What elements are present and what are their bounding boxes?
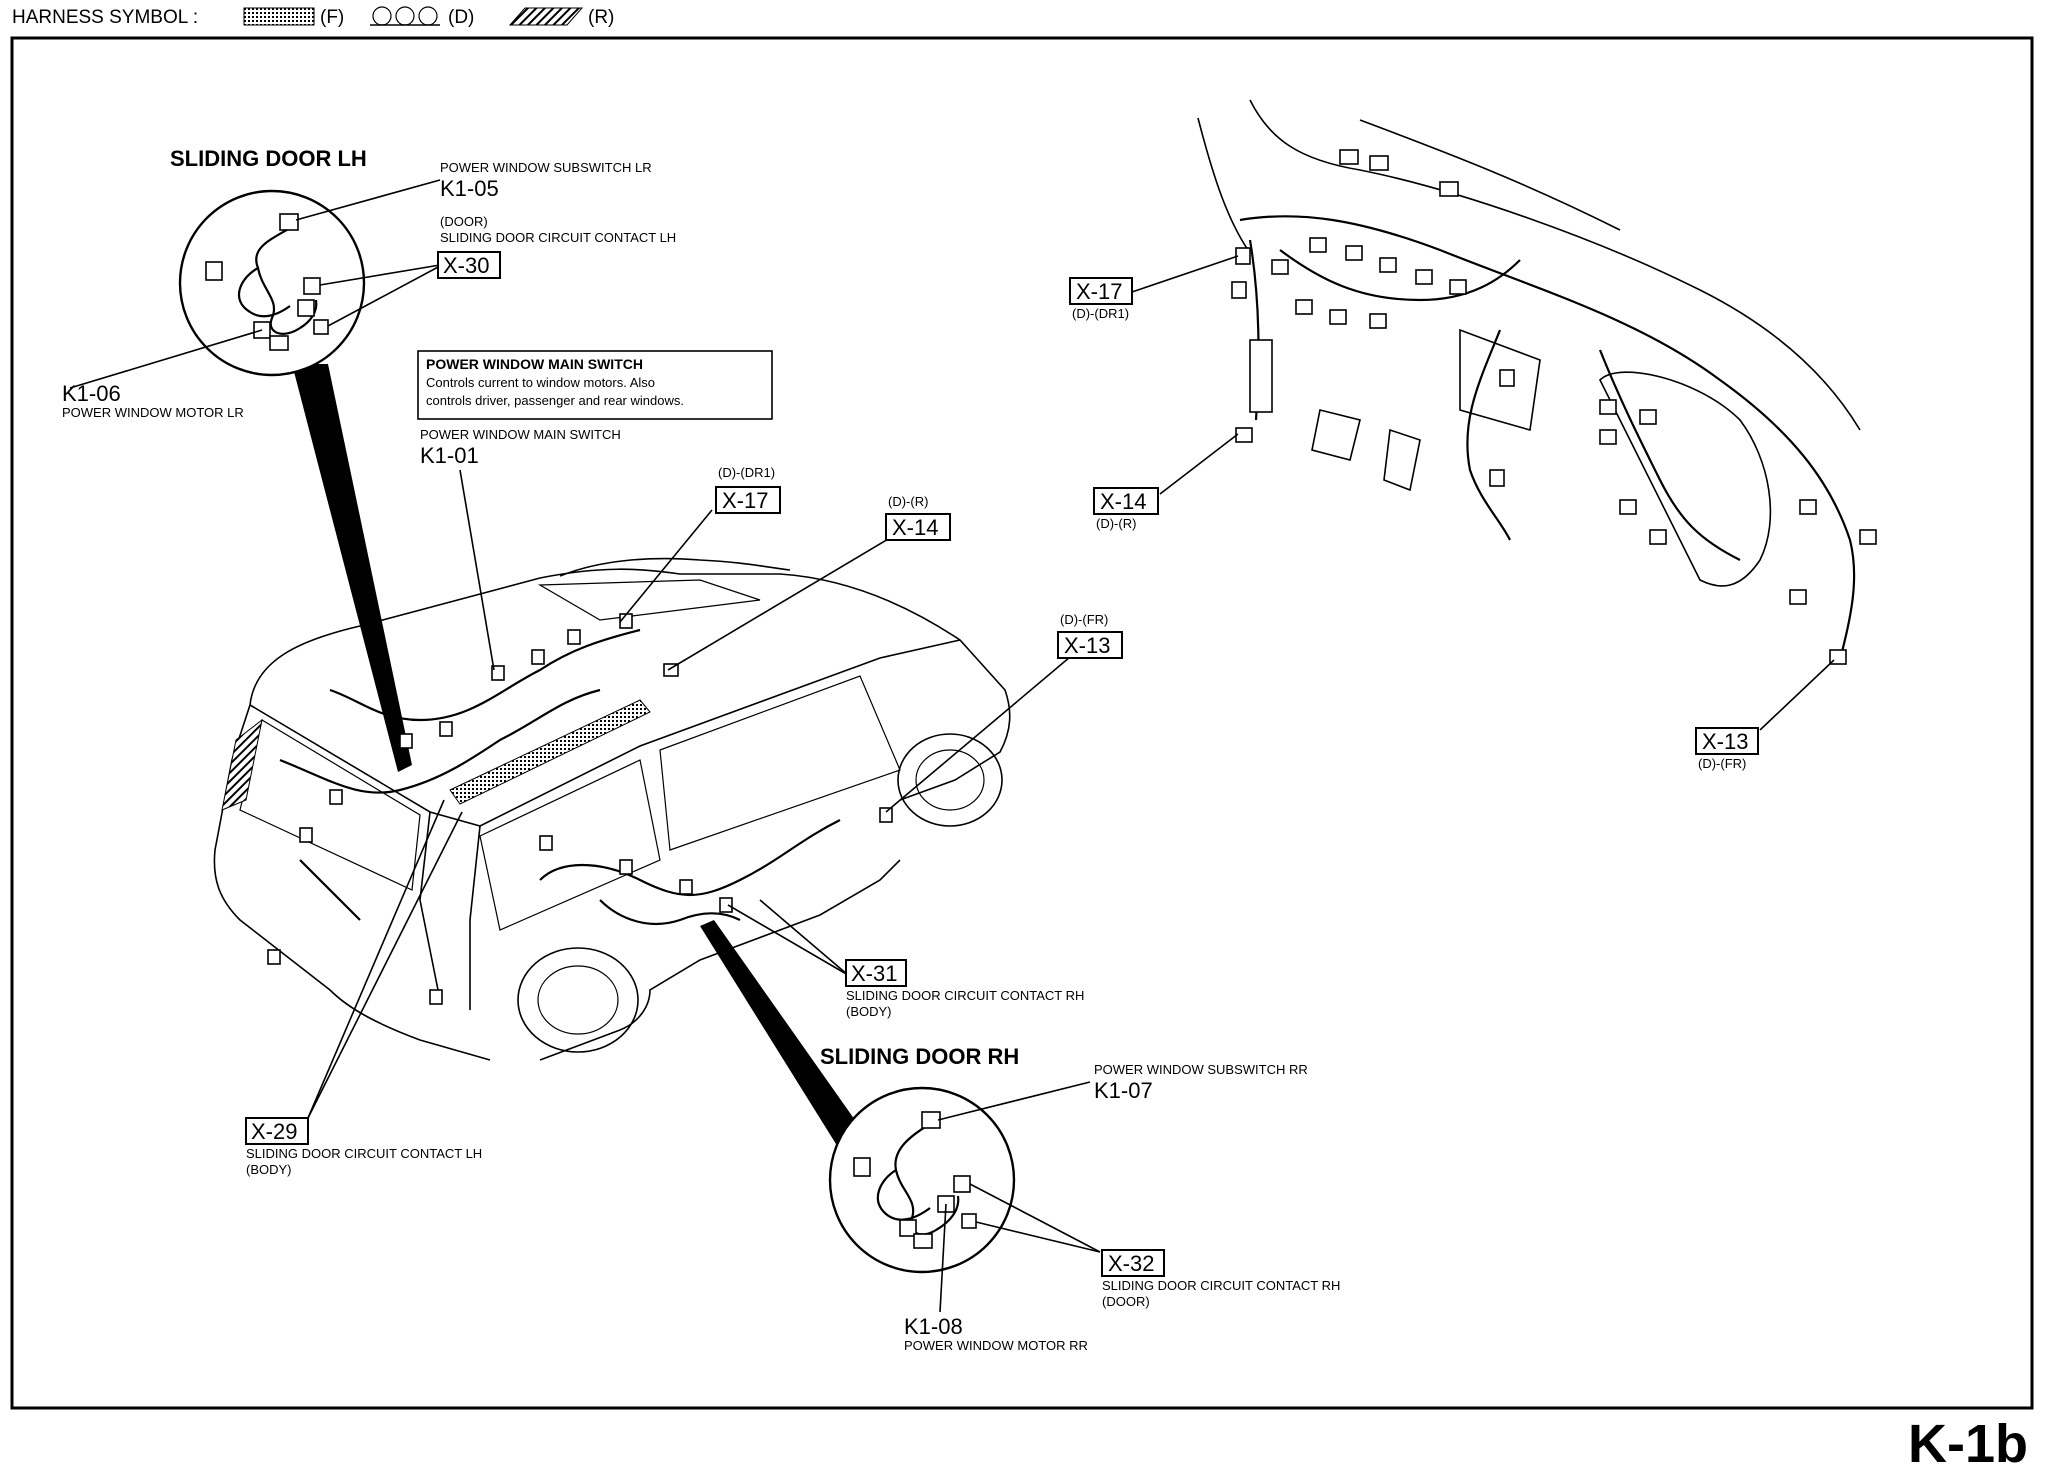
x-30-connector-a <box>303 277 321 295</box>
k1-08-desc: POWER WINDOW MOTOR RR <box>904 1338 1088 1353</box>
x-32-code: X-32 <box>1108 1251 1154 1276</box>
x-14-dash-connector <box>1235 427 1253 443</box>
sliding-door-rh-detail <box>700 920 1101 1313</box>
diagram-frame <box>10 36 2034 1410</box>
x-13-vehicle-pre: (D)-(FR) <box>1060 612 1108 627</box>
x-14-dash-post: (D)-(R) <box>1096 516 1136 531</box>
sliding-door-rh-heading: SLIDING DOOR RH <box>820 1044 1019 1069</box>
x-30-pre1: (DOOR) <box>440 214 488 229</box>
x-17-vehicle-code: X-17 <box>722 488 768 513</box>
page-code: K-1b <box>1908 1414 2028 1472</box>
vehicle-body <box>213 557 1011 1061</box>
x-32-connector-b <box>961 1213 977 1229</box>
x-32-post: (DOOR) <box>1102 1294 1150 1309</box>
harness-r-swatch <box>508 7 584 26</box>
k1-05-connector <box>279 213 299 231</box>
info-box-line2: controls driver, passenger and rear wind… <box>426 393 684 408</box>
k1-07-connector <box>921 1111 941 1129</box>
x-29-desc: SLIDING DOOR CIRCUIT CONTACT LH <box>246 1146 482 1161</box>
x-29-box <box>245 1117 309 1145</box>
harness-d-swatch <box>370 6 440 26</box>
x-17-dash-code: X-17 <box>1076 279 1122 304</box>
x-32-box <box>1101 1249 1165 1277</box>
info-box-line1: Controls current to window motors. Also <box>426 375 655 390</box>
harness-f-swatch <box>243 7 315 26</box>
k1-01-code: K1-01 <box>420 443 479 468</box>
x-31-desc: SLIDING DOOR CIRCUIT CONTACT RH <box>846 988 1084 1003</box>
x-31-box <box>845 959 907 987</box>
x-30-pre2: SLIDING DOOR CIRCUIT CONTACT LH <box>440 230 676 245</box>
x-13-vehicle-code: X-13 <box>1064 633 1110 658</box>
k1-05-desc: POWER WINDOW SUBSWITCH LR <box>440 160 652 175</box>
k1-07-code: K1-07 <box>1094 1078 1153 1103</box>
x-31-code: X-31 <box>851 961 897 986</box>
x-30-box <box>437 251 501 279</box>
k1-08-connector <box>899 1219 917 1237</box>
lh-detail-pointer <box>292 364 412 772</box>
k1-01-desc: POWER WINDOW MAIN SWITCH <box>420 427 621 442</box>
x-29-post: (BODY) <box>246 1162 292 1177</box>
rear-wheel <box>517 947 639 1053</box>
rh-detail-pointer <box>700 920 862 1144</box>
x-14-vehicle-pre: (D)-(R) <box>888 494 928 509</box>
legend-d-code: (D) <box>448 7 474 28</box>
x-14-vehicle-box <box>885 513 951 541</box>
x-17-dash-box <box>1069 277 1133 305</box>
x-14-dash-box <box>1093 487 1159 515</box>
k1-07-desc: POWER WINDOW SUBSWITCH RR <box>1094 1062 1308 1077</box>
k1-06-code: K1-06 <box>62 381 121 406</box>
x-32-connector-a <box>953 1175 971 1193</box>
x-14-dash-code: X-14 <box>1100 489 1146 514</box>
x-17-vehicle-pre: (D)-(DR1) <box>718 465 775 480</box>
x-32-desc: SLIDING DOOR CIRCUIT CONTACT RH <box>1102 1278 1340 1293</box>
x-31-post: (BODY) <box>846 1004 892 1019</box>
x-13-vehicle-box <box>1057 631 1123 659</box>
legend-r-code: (R) <box>588 7 614 28</box>
power-window-main-switch-info: POWER WINDOW MAIN SWITCH Controls curren… <box>417 350 773 420</box>
x-30-connector-b <box>313 319 329 335</box>
legend-f-code: (F) <box>320 7 344 28</box>
instrument-panel-harness <box>1197 99 1877 665</box>
sliding-door-lh-detail <box>69 179 441 772</box>
harness-symbol-legend: HARNESS SYMBOL : (F) (D) (R) <box>12 6 614 28</box>
k1-06-desc: POWER WINDOW MOTOR LR <box>62 405 244 420</box>
x-31-vehicle-connector <box>719 897 733 913</box>
x-29-code: X-29 <box>251 1119 297 1144</box>
x-14-vehicle-code: X-14 <box>892 515 938 540</box>
sliding-door-lh-heading: SLIDING DOOR LH <box>170 146 367 171</box>
k1-08-code: K1-08 <box>904 1314 963 1339</box>
x-17-dash-connector <box>1235 247 1251 265</box>
x-30-code: X-30 <box>443 253 489 278</box>
info-box-title: POWER WINDOW MAIN SWITCH <box>426 356 643 372</box>
x-13-dash-code: X-13 <box>1702 729 1748 754</box>
x-13-vehicle-connector <box>879 807 893 823</box>
x-17-dash-post: (D)-(DR1) <box>1072 306 1129 321</box>
x-13-dash-post: (D)-(FR) <box>1698 756 1746 771</box>
legend-title: HARNESS SYMBOL : <box>12 7 198 28</box>
x-13-dash-box <box>1695 727 1759 755</box>
k1-05-code: K1-05 <box>440 176 499 201</box>
front-wheel <box>897 733 1003 827</box>
x-17-vehicle-box <box>715 486 781 514</box>
